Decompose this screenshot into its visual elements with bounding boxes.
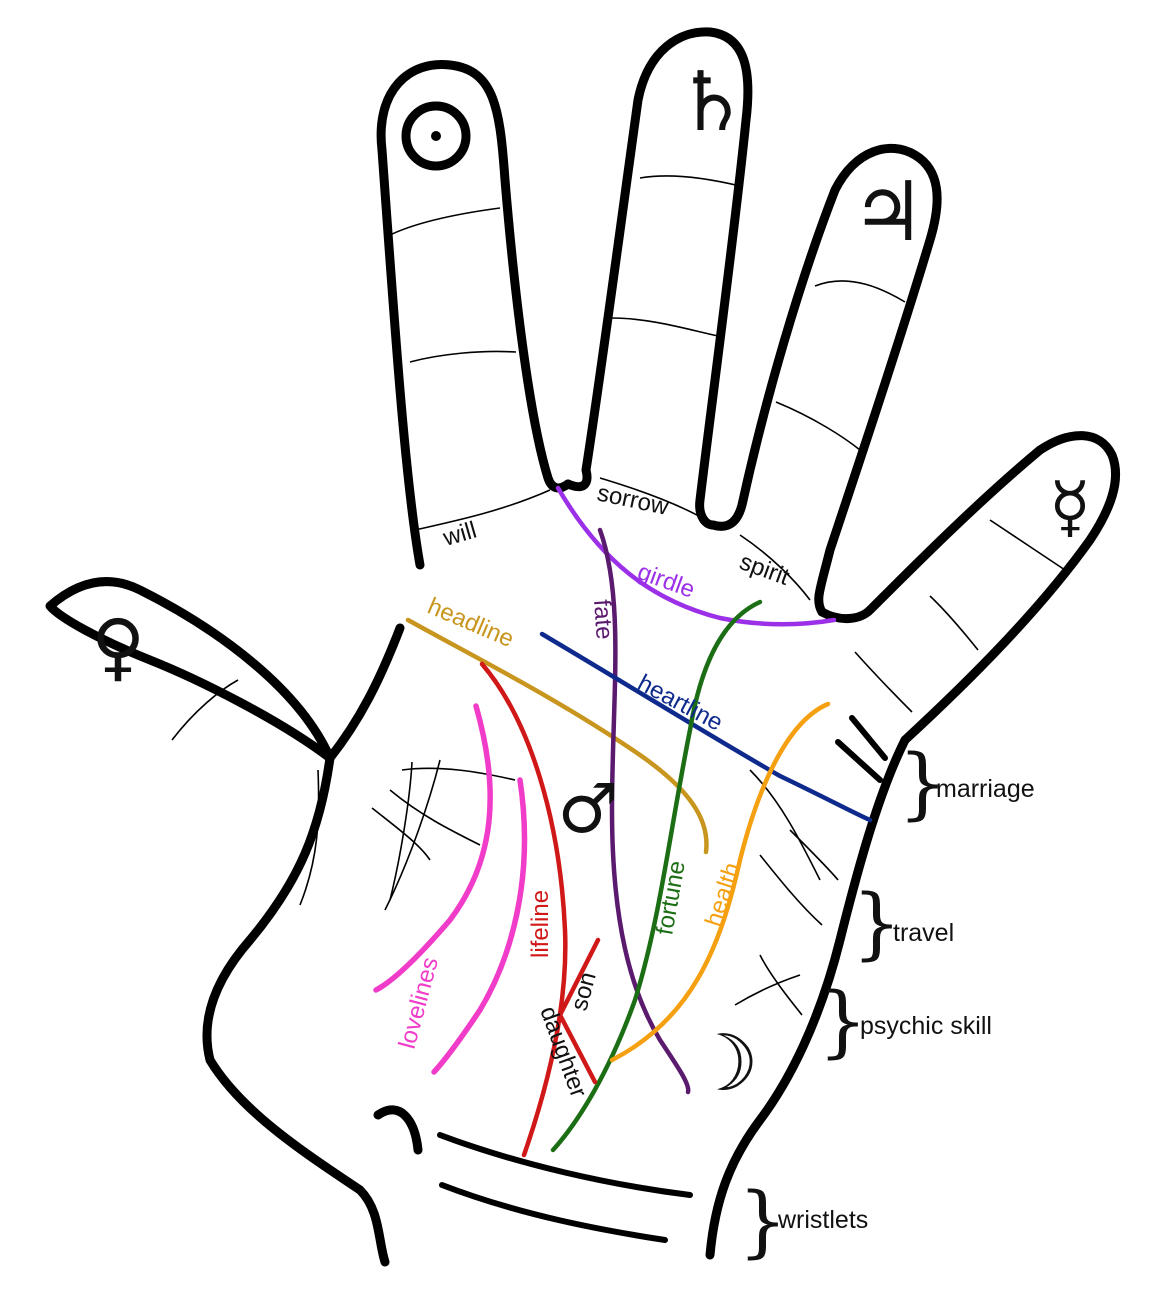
label-son: son [566, 969, 602, 1013]
label-spirit: spirit [736, 548, 793, 591]
venus-icon: ♀ [91, 604, 145, 690]
label-fate: fate [588, 599, 618, 641]
jupiter-icon: ♃ [851, 165, 925, 260]
label-lifeline: lifeline [527, 890, 554, 958]
wristlet-line [437, 1132, 693, 1198]
crease [759, 854, 823, 926]
crease [639, 175, 741, 187]
travel-brace: } [852, 879, 902, 969]
label-heartline: heartline [633, 669, 727, 736]
wrist-fold [373, 1105, 423, 1155]
crease [775, 401, 861, 451]
wristlets-brace: } [738, 1177, 788, 1267]
crease [384, 759, 441, 911]
crease [389, 789, 481, 846]
crease [401, 767, 516, 781]
crease [387, 207, 501, 237]
crease [929, 595, 979, 651]
thumb-outline [45, 577, 405, 763]
moon-icon: ☽ [689, 1019, 759, 1109]
label-fortune: fortune [651, 859, 691, 937]
crease [854, 651, 913, 713]
crease [599, 477, 707, 521]
label-travel: travel [893, 919, 954, 947]
palm-left-edge [202, 753, 390, 1267]
crease [389, 761, 413, 901]
crease [734, 974, 801, 1006]
daughter-line [557, 1012, 598, 1085]
marriage-brace: } [898, 739, 948, 829]
crease [299, 769, 320, 906]
label-wristlets: wristlets [777, 1206, 868, 1234]
crease [611, 317, 719, 337]
marriage-mark [835, 739, 883, 783]
psychic-skill-brace: } [818, 977, 868, 1067]
label-sorrow: sorrow [595, 479, 672, 521]
crease [749, 769, 821, 881]
crease [989, 519, 1069, 573]
girdle-line [555, 485, 837, 627]
little-finger-outline [817, 431, 1120, 745]
label-will: will [439, 517, 479, 552]
sun-symbol-group [401, 101, 471, 171]
crease [814, 280, 906, 303]
son-line [557, 937, 601, 1018]
headline-line [405, 617, 709, 855]
label-marriage: marriage [936, 775, 1035, 803]
wristlet-line [439, 1182, 668, 1243]
fortune-line [550, 599, 763, 1153]
crease [414, 489, 551, 531]
middle-finger-outline [563, 27, 753, 530]
saturn-icon: ♄ [675, 55, 749, 150]
crease [371, 807, 431, 861]
mercury-icon: ☿ [1049, 468, 1091, 547]
heartline-line [539, 631, 873, 823]
label-psychic-skill: psychic skill [860, 1012, 992, 1040]
palm-right-edge [705, 735, 910, 1260]
index-finger-outline [376, 59, 573, 570]
ring-finger-outline [708, 143, 942, 617]
crease [739, 534, 811, 601]
health-line [609, 701, 831, 1063]
loveline [431, 777, 528, 1075]
crease [409, 350, 517, 363]
fate-line [597, 527, 691, 1095]
crease [789, 829, 839, 881]
crease [171, 679, 239, 741]
label-health: health [700, 859, 746, 930]
marriage-mark [849, 715, 888, 761]
loveline [373, 703, 493, 993]
crease [759, 954, 803, 1016]
label-headline: headline [424, 593, 518, 653]
mars-icon: ♂ [558, 770, 619, 849]
lifeline-line [479, 661, 568, 1158]
